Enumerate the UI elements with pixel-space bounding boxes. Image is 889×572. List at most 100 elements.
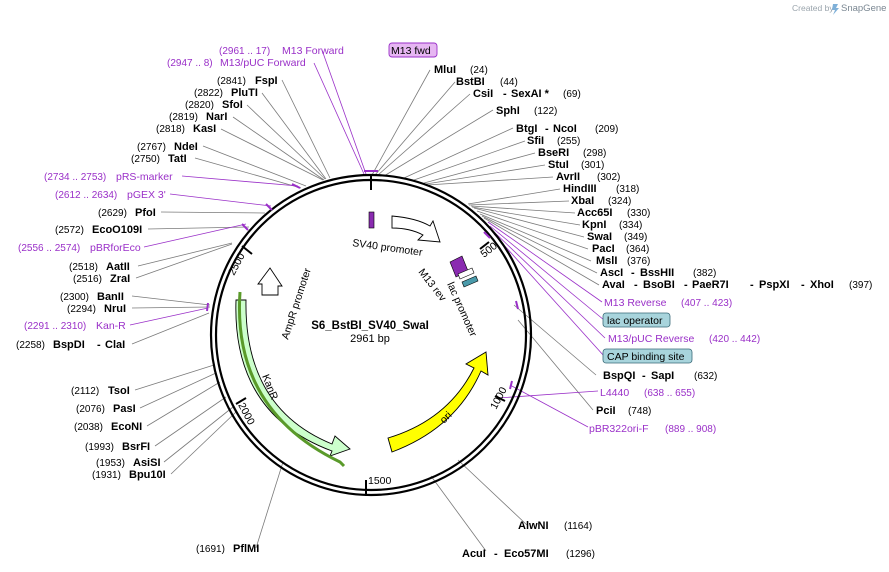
prs-marker-label[interactable]: pRS-marker <box>116 171 173 183</box>
sexai-label[interactable]: SexAI * <box>511 88 550 100</box>
bspdi-pos: (2258) <box>16 340 45 351</box>
msli-label[interactable]: MslI <box>596 255 617 267</box>
kasi-pos: (2818) <box>156 124 185 135</box>
eco57mi-label[interactable]: Eco57MI <box>504 548 549 560</box>
bspdi-label[interactable]: BspDI <box>53 339 85 351</box>
lac-operator-label: lac operator <box>607 315 663 327</box>
nari-label[interactable]: NarI <box>206 111 227 123</box>
paer7i-label[interactable]: PaeR7I <box>692 279 729 291</box>
nrui-pos: (2294) <box>67 304 96 315</box>
sphi-label[interactable]: SphI <box>496 105 520 117</box>
m13puc-reverse-label[interactable]: M13/pUC Reverse <box>608 333 695 345</box>
acui-label[interactable]: AcuI <box>462 548 486 560</box>
alwni-label[interactable]: AlwNI <box>518 520 549 532</box>
sapi-pos: (632) <box>694 371 717 382</box>
btgi-label[interactable]: BtgI <box>516 123 537 135</box>
sfii-pos: (255) <box>557 136 580 147</box>
csii-label[interactable]: CsiI <box>473 88 493 100</box>
bseri-label[interactable]: BseRI <box>538 147 569 159</box>
tsoi-label[interactable]: TsoI <box>108 385 130 397</box>
m13rev-label: M13 rev <box>416 266 449 304</box>
plasmid-length: 2961 bp <box>350 333 390 345</box>
cap-binding-box[interactable] <box>602 348 693 364</box>
econi-pos: (2038) <box>74 422 103 433</box>
sfoi-label[interactable]: SfoI <box>222 99 243 111</box>
m13-reverse-pos: (407 .. 423) <box>681 298 732 309</box>
right-labels: MluI (24) BstBI (44) CsiI - SexAI * (69)… <box>434 64 872 560</box>
sv40-promoter-label: SV40 promoter <box>352 237 424 259</box>
bsshii-label[interactable]: BssHII <box>640 267 674 279</box>
l4440-label[interactable]: L4440 <box>600 387 629 399</box>
m13-reverse-label[interactable]: M13 Reverse <box>604 297 667 309</box>
m13-forward-label[interactable]: M13 Forward <box>282 45 344 57</box>
sapi-label[interactable]: SapI <box>651 370 674 382</box>
msli-pos: (376) <box>627 256 650 267</box>
tati-label[interactable]: TatI <box>168 153 187 165</box>
pbrforeco-label[interactable]: pBRforEco <box>90 242 141 254</box>
aatii-label[interactable]: AatII <box>106 261 130 273</box>
bsrfi-label[interactable]: BsrFI <box>122 441 150 453</box>
pbr322ori-label[interactable]: pBR322ori-F <box>589 423 649 435</box>
avrii-label[interactable]: AvrII <box>556 171 580 183</box>
bspqi-dash: - <box>642 370 646 382</box>
kpni-label[interactable]: KpnI <box>582 219 606 231</box>
cap-binding-label: CAP binding site <box>607 351 685 363</box>
paer7i-dash: - <box>750 279 754 291</box>
lac-promoter-label: lac promoter <box>444 280 479 339</box>
pfoi-label[interactable]: PfoI <box>135 207 156 219</box>
ori-arrow[interactable] <box>387 351 489 453</box>
paci-label[interactable]: PacI <box>592 243 615 255</box>
m13-fwd-box[interactable] <box>388 42 438 58</box>
lac-operator-box[interactable] <box>602 312 671 328</box>
pgex-label[interactable]: pGEX 3' <box>127 189 166 201</box>
sfoi-pos: (2820) <box>185 100 214 111</box>
pcii-pos: (748) <box>628 406 651 417</box>
asisi-label[interactable]: AsiSI <box>133 457 161 469</box>
kanr-primer-label[interactable]: Kan-R <box>96 320 126 332</box>
nrui-label[interactable]: NruI <box>104 303 126 315</box>
xhoi-label[interactable]: XhoI <box>810 279 834 291</box>
hindiii-pos: (318) <box>616 184 639 195</box>
hindiii-label[interactable]: HindIII <box>563 183 597 195</box>
pcii-label[interactable]: PciI <box>596 405 616 417</box>
l4440-pos: (638 .. 655) <box>644 388 695 399</box>
sv40-promoter-arrow[interactable] <box>391 215 441 243</box>
bsobi-dash: - <box>684 279 688 291</box>
tick-label-1000: 1000 <box>488 385 510 411</box>
stui-label[interactable]: StuI <box>548 159 569 171</box>
pflmi-label[interactable]: PflMI <box>233 543 259 555</box>
clai-label[interactable]: ClaI <box>105 339 125 351</box>
xbai-label[interactable]: XbaI <box>571 195 594 207</box>
pluti-label[interactable]: PluTI <box>231 87 258 99</box>
tick-label-2500: 2500 <box>226 251 248 277</box>
pfoi-pos: (2629) <box>98 208 127 219</box>
ndei-label[interactable]: NdeI <box>174 141 198 153</box>
paci-pos: (364) <box>626 244 649 255</box>
bspqi-label[interactable]: BspQI <box>603 370 635 382</box>
pspxi-label[interactable]: PspXI <box>759 279 790 291</box>
eco0109i-label[interactable]: EcoO109I <box>92 224 142 236</box>
asci-dash: - <box>631 267 635 279</box>
econi-label[interactable]: EcoNI <box>111 421 142 433</box>
ampr-promoter-arrow[interactable] <box>257 267 283 296</box>
zrai-label[interactable]: ZraI <box>110 273 130 285</box>
kasi-label[interactable]: KasI <box>193 123 216 135</box>
bpu10i-label[interactable]: Bpu10I <box>129 469 166 481</box>
bstbi-label[interactable]: BstBI <box>456 76 485 88</box>
asci-label[interactable]: AscI <box>600 267 623 279</box>
bsobi-label[interactable]: BsoBI <box>643 279 675 291</box>
m13puc-forward-label[interactable]: M13/pUC Forward <box>220 57 306 69</box>
banii-label[interactable]: BanII <box>97 291 124 303</box>
aatii-pos: (2518) <box>69 262 98 273</box>
pasi-label[interactable]: PasI <box>113 403 136 415</box>
avai-label[interactable]: AvaI <box>602 279 625 291</box>
swai-label[interactable]: SwaI <box>587 231 612 243</box>
mlui-label[interactable]: MluI <box>434 64 456 76</box>
acc65i-label[interactable]: Acc65I <box>577 207 612 219</box>
ncoi-label[interactable]: NcoI <box>553 123 577 135</box>
fspi-label[interactable]: FspI <box>255 75 278 87</box>
alwni-pos: (1164) <box>564 521 592 532</box>
xbai-pos: (324) <box>608 196 631 207</box>
sfii-label[interactable]: SfiI <box>527 135 544 147</box>
